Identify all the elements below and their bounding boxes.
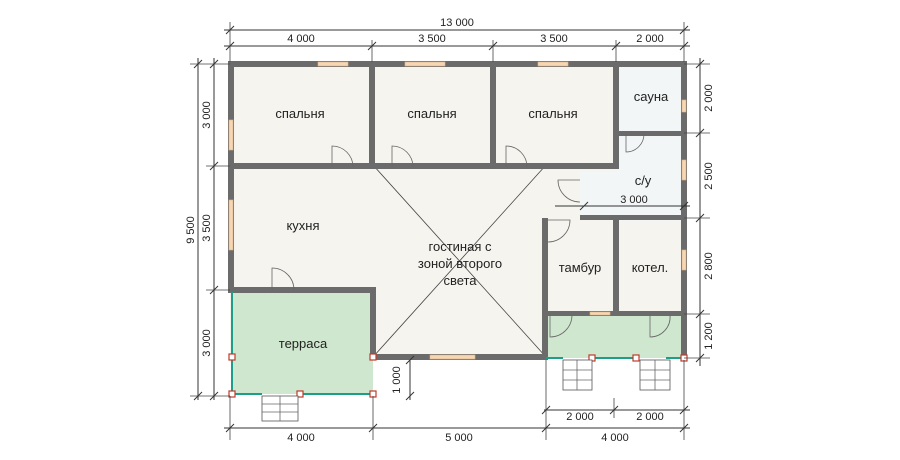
second-light-diagonals: [372, 164, 547, 358]
dim-right-seg-3: 2 800: [703, 252, 715, 280]
left-dimensions: 9 500 3 000 3 500 3 000: [185, 58, 230, 401]
terrace-floor: [232, 292, 373, 394]
room-living-line-3: света: [443, 273, 477, 288]
room-bedroom-3: спальня: [528, 106, 577, 121]
top-dimensions: 13 000 4 000 3 500 3 500 2 000: [224, 17, 690, 62]
dim-right-seg-1: 2 000: [703, 84, 715, 112]
room-boiler: котел.: [632, 260, 669, 275]
dim-right-seg-4: 1 200: [703, 322, 715, 350]
dim-top-seg-4: 2 000: [636, 33, 664, 45]
room-bedroom-1: спальня: [275, 106, 324, 121]
room-living-line-1: гостиная с: [429, 239, 492, 254]
dim-top-seg-2: 3 500: [418, 33, 446, 45]
stairs: [261, 359, 671, 422]
room-bathroom: с/у: [635, 173, 652, 188]
porch-floor: [546, 316, 684, 358]
dim-top-total: 13 000: [440, 17, 474, 29]
dim-left-total: 9 500: [185, 216, 197, 244]
room-kitchen: кухня: [286, 218, 319, 233]
room-vestibule: тамбур: [559, 260, 602, 275]
inner-dimensions: 3 000 1 000: [391, 194, 690, 401]
dim-bottom-seg-1: 4 000: [287, 432, 315, 444]
dim-porch-depth: 1 000: [391, 366, 403, 394]
dim-left-seg-2: 3 500: [201, 214, 213, 242]
room-sauna: сауна: [634, 89, 669, 104]
dim-porch-seg-1: 2 000: [566, 411, 594, 423]
dim-right-seg-2: 2 500: [703, 162, 715, 190]
doors: [271, 133, 671, 338]
dim-left-seg-1: 3 000: [201, 101, 213, 129]
right-dimensions: 2 000 2 500 2 800 1 200: [684, 58, 715, 366]
room-bedroom-2: спальня: [407, 106, 456, 121]
dim-bottom-seg-2: 5 000: [445, 432, 473, 444]
windows: [228, 61, 687, 360]
dim-bath-width: 3 000: [620, 194, 648, 206]
floor-fills: [230, 62, 685, 394]
walls: [228, 61, 687, 360]
dim-top-seg-3: 3 500: [540, 33, 568, 45]
room-terrace: терраса: [279, 336, 328, 351]
room-living-line-2: зоной второго: [418, 256, 502, 271]
bottom-dimensions: 2 000 2 000 4 000 5 000 4 000: [224, 360, 690, 444]
dim-left-seg-3: 3 000: [201, 329, 213, 357]
dim-top-seg-1: 4 000: [287, 33, 315, 45]
room-labels: спальня спальня спальня сауна с/у кухня …: [275, 89, 669, 351]
dim-bottom-seg-3: 4 000: [601, 432, 629, 444]
dim-porch-seg-2: 2 000: [636, 411, 664, 423]
